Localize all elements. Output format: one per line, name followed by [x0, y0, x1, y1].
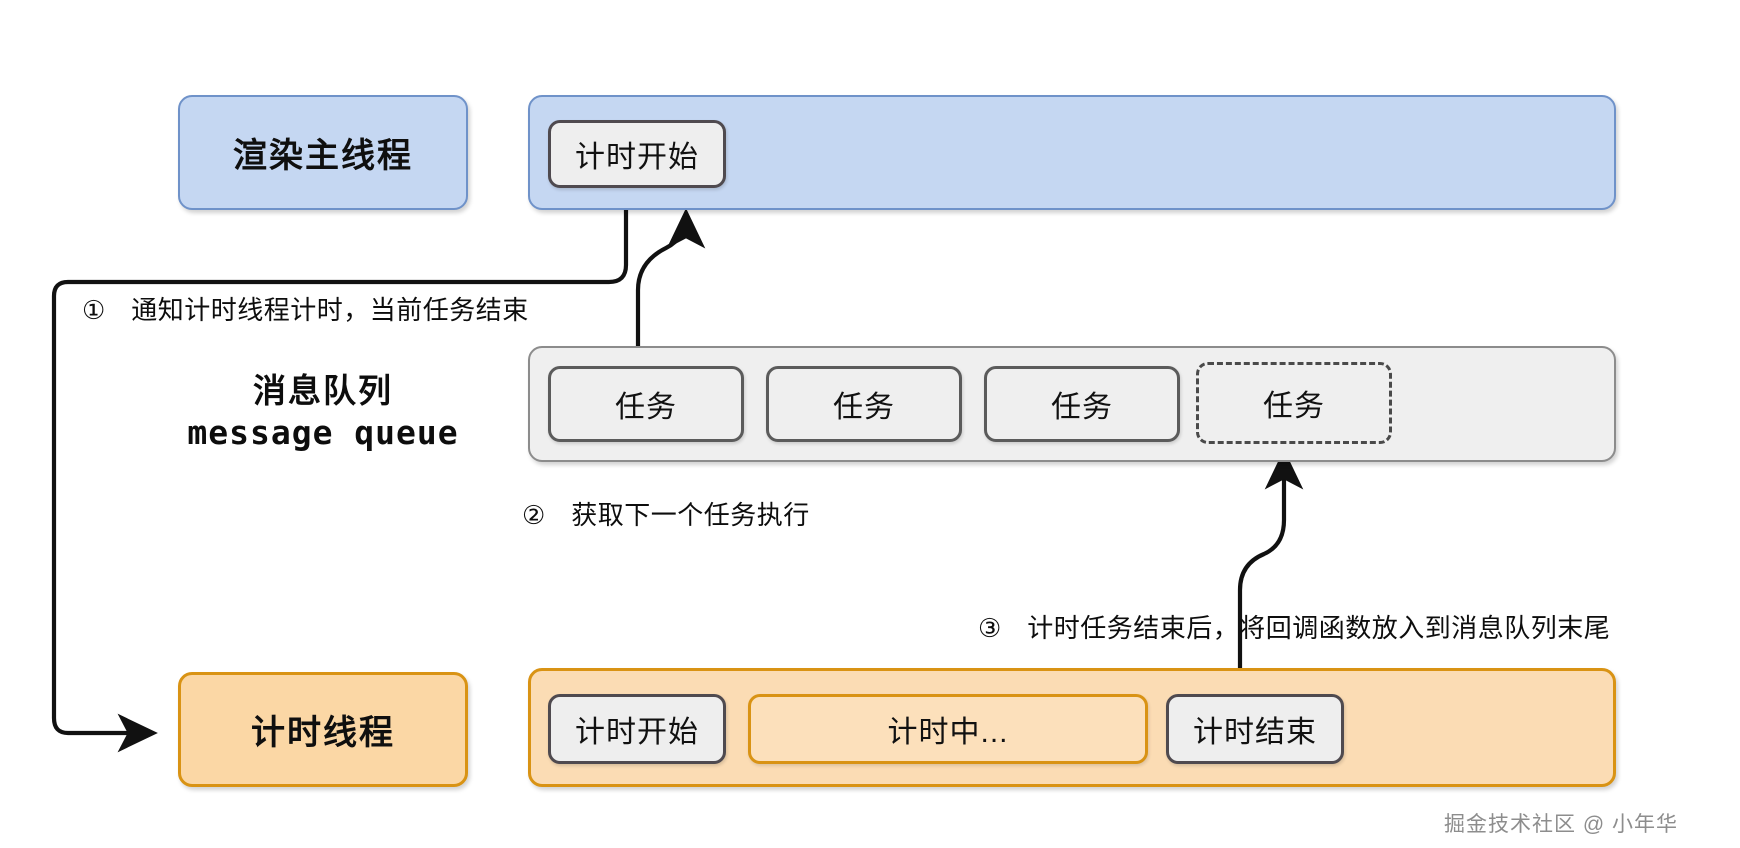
- annotation-1-marker: ①: [82, 295, 106, 325]
- annotation-2-marker: ②: [522, 500, 546, 530]
- annotation-3-text: 计时任务结束后，将回调函数放入到消息队列末尾: [1027, 613, 1611, 643]
- annotation-1: ① 通知计时线程计时，当前任务结束: [82, 290, 529, 327]
- message-queue-label-en: message queue: [187, 413, 459, 453]
- message-queue-label-cn: 消息队列: [253, 372, 393, 409]
- chip-timer-running[interactable]: 计时中...: [748, 694, 1148, 764]
- queue-task-3[interactable]: 任务: [984, 366, 1180, 442]
- chip-timer-start-main[interactable]: 计时开始: [548, 120, 726, 188]
- chip-timer-end[interactable]: 计时结束: [1166, 694, 1344, 764]
- connector-fetch-next-task: [635, 208, 706, 353]
- annotation-3: ③ 计时任务结束后，将回调函数放入到消息队列末尾: [978, 608, 1610, 645]
- annotation-1-text: 通知计时线程计时，当前任务结束: [131, 295, 529, 325]
- lane-label-message-queue: 消息队列 message queue: [158, 370, 488, 454]
- lane-label-timer-thread[interactable]: 计时线程: [178, 672, 468, 787]
- watermark: 掘金技术社区 @ 小年华: [1444, 813, 1678, 836]
- chip-timer-start[interactable]: 计时开始: [548, 694, 726, 764]
- queue-task-2[interactable]: 任务: [766, 366, 962, 442]
- lane-label-render-thread[interactable]: 渲染主线程: [178, 95, 468, 210]
- annotation-2-text: 获取下一个任务执行: [571, 500, 810, 530]
- annotation-2: ② 获取下一个任务执行: [522, 495, 810, 532]
- queue-task-4-pending[interactable]: 任务: [1196, 362, 1392, 444]
- annotation-3-marker: ③: [978, 613, 1002, 643]
- queue-task-1[interactable]: 任务: [548, 366, 744, 442]
- connector-callback-to-queue: [1237, 449, 1304, 703]
